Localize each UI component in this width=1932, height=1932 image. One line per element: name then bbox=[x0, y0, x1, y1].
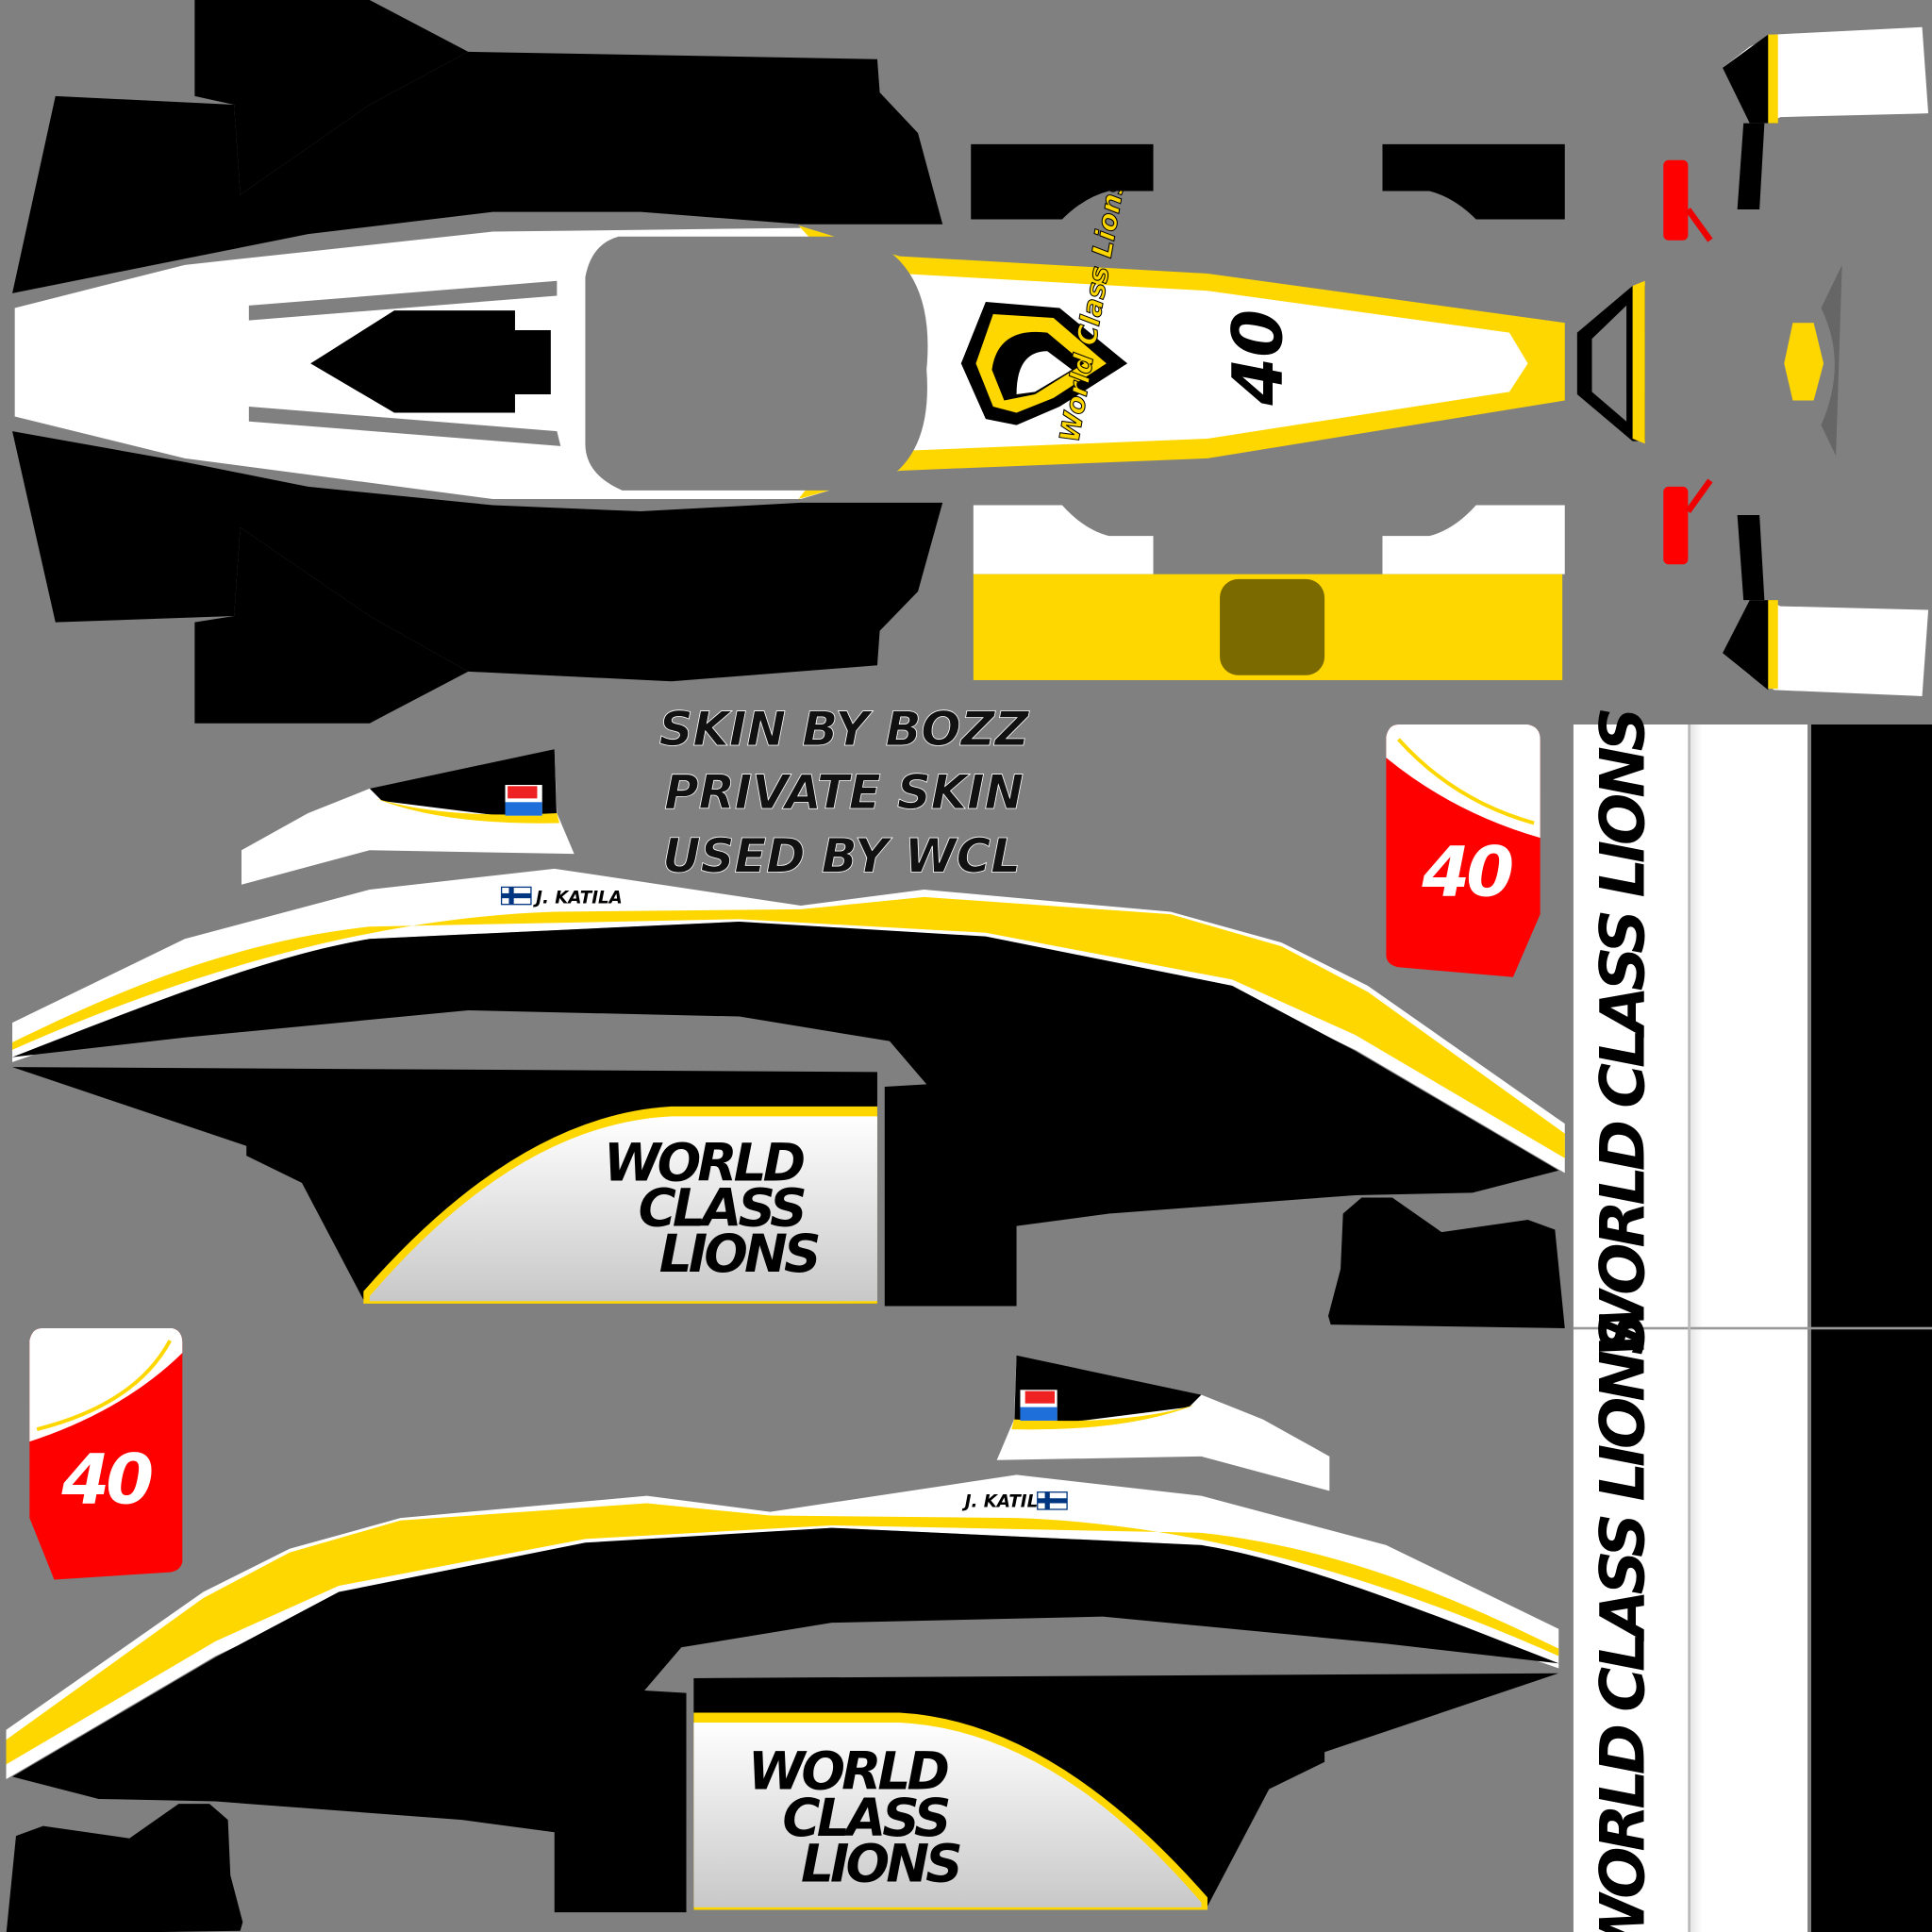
top-view-bodywork bbox=[12, 0, 1565, 724]
endplate-team-text: WORLD CLASS LIONS bbox=[1587, 1313, 1658, 1932]
plate-number: 40 bbox=[1421, 833, 1512, 913]
sidepod-team-text: WORLD CLASS LIONS bbox=[604, 1132, 823, 1284]
flag-icon bbox=[505, 785, 542, 816]
credits: SKIN BY BOZZ PRIVATE SKIN USED BY WCL bbox=[658, 702, 1030, 884]
team-line: LIONS bbox=[801, 1833, 960, 1893]
credit-line: USED BY WCL bbox=[662, 829, 1021, 884]
team-line: WORLD bbox=[604, 1132, 805, 1192]
team-line: WORLD bbox=[748, 1740, 949, 1801]
plate-number: 40 bbox=[60, 1440, 152, 1520]
driver-name: J. KATILA bbox=[532, 888, 623, 908]
wing-endplate-strips: WORLD CLASS LIONS WORLD CLASS LIONS bbox=[1573, 709, 1932, 1932]
team-line: LIONS bbox=[659, 1224, 819, 1284]
number-plate: 40 bbox=[1386, 724, 1541, 977]
nose-number: 40 bbox=[1218, 309, 1298, 407]
credit-line: SKIN BY BOZZ bbox=[659, 702, 1030, 757]
endplate-team-text: WORLD CLASS LIONS bbox=[1587, 709, 1658, 1357]
sidepod-team-text: WORLD CLASS LIONS bbox=[748, 1740, 964, 1893]
finland-flag-icon bbox=[500, 886, 532, 906]
team-line: CLASS bbox=[639, 1178, 806, 1239]
team-line: CLASS bbox=[782, 1788, 949, 1848]
flag-icon bbox=[1020, 1390, 1058, 1421]
finland-flag-icon bbox=[1037, 1491, 1068, 1510]
number-plate: 40 bbox=[29, 1328, 183, 1580]
credit-line: PRIVATE SKIN bbox=[664, 765, 1024, 820]
driver-name: J. KATILA bbox=[961, 1491, 1052, 1511]
